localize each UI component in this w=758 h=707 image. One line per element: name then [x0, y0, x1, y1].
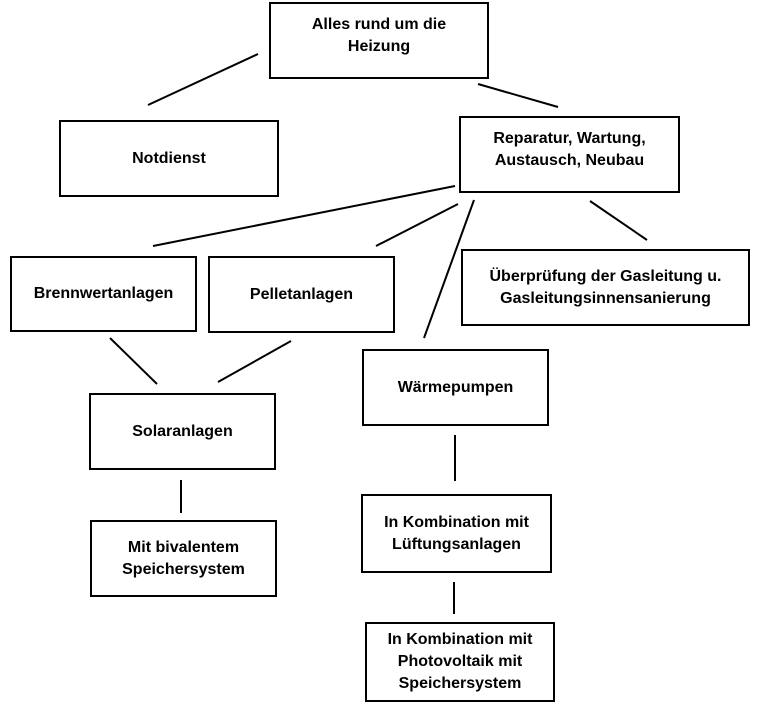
node-label: Solaranlagen — [132, 422, 233, 440]
node-waermepumpen: Wärmepumpen — [362, 349, 549, 426]
node-label: Mit bivalentem Speichersystem — [122, 538, 245, 578]
connector-root-notdienst — [147, 53, 259, 106]
node-reparatur-wartung-austausch-neubau: Reparatur, Wartung, Austausch, Neubau — [459, 116, 680, 193]
node-alles-rund-um-die-heizung: Alles rund um die Heizung — [269, 2, 489, 79]
node-label: Pelletanlagen — [249, 285, 354, 303]
node-gasleitung: Überprüfung der Gasleitung u. Gasleitung… — [461, 249, 750, 326]
node-label: Notdienst — [132, 149, 206, 167]
node-label: Alles rund um die Heizung — [311, 16, 447, 55]
node-label: In Kombination mit Lüftungsanlagen — [384, 513, 529, 553]
node-brennwertanlagen: Brennwertanlagen — [10, 256, 197, 332]
connector-root-reparatur — [477, 83, 559, 108]
node-kombination-lueftungsanlagen: In Kombination mit Lüftungsanlagen — [361, 494, 552, 573]
node-label: Wärmepumpen — [397, 378, 514, 396]
node-pelletanlagen: Pelletanlagen — [208, 256, 395, 333]
connector-pellet-solar — [217, 340, 292, 383]
connector-reparatur-gasleitung — [589, 200, 648, 241]
node-notdienst: Notdienst — [59, 120, 279, 197]
connector-brennwert-solar — [109, 337, 158, 385]
node-kombination-photovoltaik: In Kombination mit Photovoltaik mit Spei… — [365, 622, 555, 702]
node-label: Brennwertanlagen — [33, 285, 174, 302]
node-label: Reparatur, Wartung, Austausch, Neubau — [493, 130, 646, 169]
connector-reparatur-brennwert — [152, 185, 456, 247]
node-solaranlagen: Solaranlagen — [89, 393, 276, 470]
node-mit-bivalentem-speichersystem: Mit bivalentem Speichersystem — [90, 520, 277, 597]
node-label: Überprüfung der Gasleitung u. Gasleitung… — [489, 267, 722, 307]
connector-reparatur-pellet — [375, 203, 459, 247]
node-label: In Kombination mit Photovoltaik mit Spei… — [387, 631, 533, 692]
connector-reparatur-waermepumpen — [423, 199, 475, 339]
